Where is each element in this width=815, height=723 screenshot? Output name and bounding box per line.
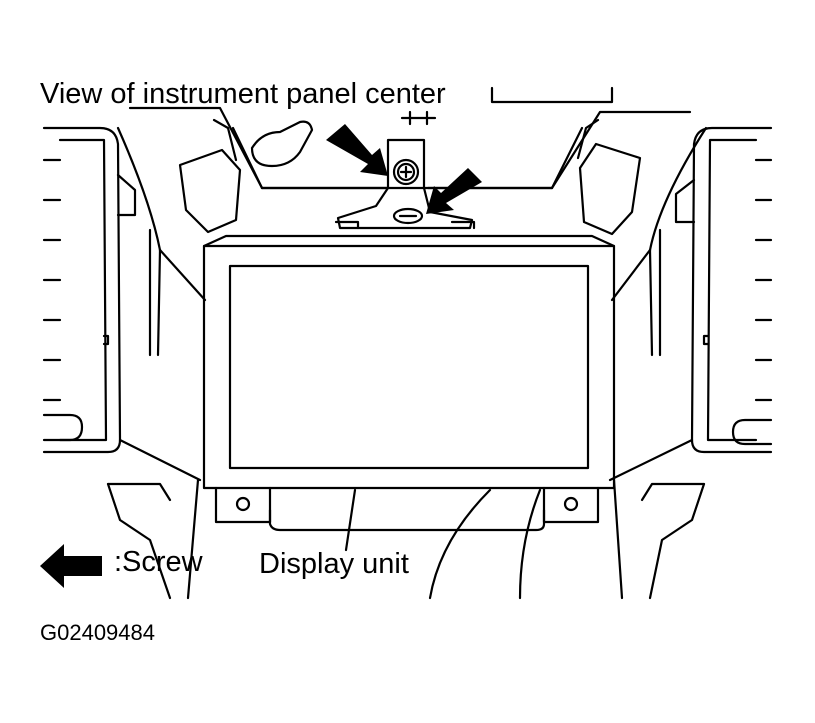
screw-arrow-2-icon: [426, 168, 482, 214]
mounting-bracket: [336, 140, 474, 228]
display-unit-leader: [346, 490, 355, 550]
right-air-vent: [676, 128, 771, 452]
screw-icon: [398, 164, 414, 180]
screw-legend-label: :Screw: [114, 546, 203, 578]
display-unit-label: Display unit: [259, 548, 409, 580]
dashboard-panel: [108, 88, 706, 598]
black-arrow-left-icon: [40, 544, 102, 588]
view-title: View of instrument panel center: [40, 78, 446, 110]
screw-arrow-1-icon: [326, 124, 388, 176]
figure-id: G02409484: [40, 620, 155, 645]
clip-icon: [394, 209, 422, 223]
display-unit: [204, 236, 614, 530]
left-air-vent: [44, 128, 135, 452]
